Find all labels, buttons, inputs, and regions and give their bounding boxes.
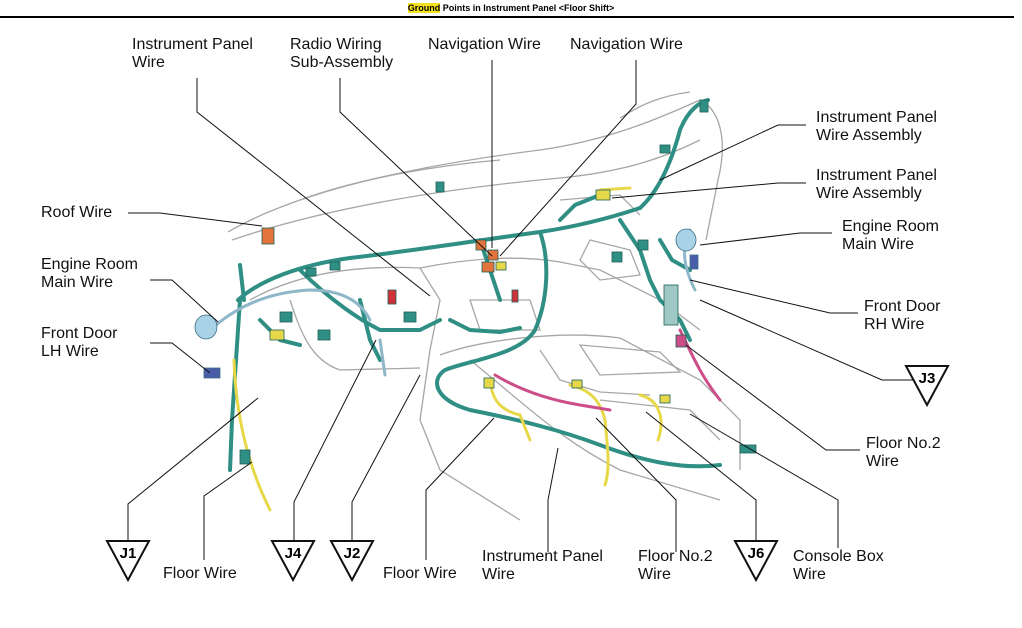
ground-point-j4-label: J4 — [285, 545, 302, 562]
connector-clips — [239, 99, 757, 465]
label-ip-wire-assembly-1: Instrument Panel Wire Assembly — [816, 109, 937, 144]
label-floor-no2-wire-bottom: Floor No.2 Wire — [638, 548, 713, 583]
label-instrument-panel-wire-top: Instrument Panel Wire — [132, 36, 253, 71]
ground-point-j2-label: J2 — [344, 545, 361, 562]
label-ip-wire-assembly-2: Instrument Panel Wire Assembly — [816, 167, 937, 202]
label-instrument-panel-wire-bottom: Instrument Panel Wire — [482, 548, 603, 583]
label-roof-wire: Roof Wire — [41, 204, 113, 221]
label-radio-wiring-sub-assembly: Radio Wiring Sub-Assembly — [290, 36, 394, 71]
ground-point-j2: J2 — [329, 540, 375, 583]
label-navigation-wire-1: Navigation Wire — [428, 36, 541, 53]
ground-point-j1: J1 — [105, 540, 151, 583]
ground-point-j1-label: J1 — [120, 545, 137, 562]
label-floor-no2-wire-right: Floor No.2 Wire — [866, 435, 941, 470]
engine-room-wire — [214, 228, 697, 377]
grommets — [194, 228, 699, 379]
title-text: Points in Instrument Panel <Floor Shift> — [440, 3, 615, 13]
label-floor-wire-mid: Floor Wire — [383, 565, 457, 582]
title-highlight: Ground — [407, 3, 441, 13]
instrument-panel-harness — [228, 98, 722, 472]
ground-point-j3-label: J3 — [919, 370, 936, 387]
label-engine-room-main-wire-left: Engine Room Main Wire — [41, 256, 138, 291]
ground-point-j6: J6 — [733, 540, 779, 583]
label-floor-wire-left: Floor Wire — [163, 565, 237, 582]
ground-point-j4: J4 — [270, 540, 316, 583]
label-console-box-wire: Console Box Wire — [793, 548, 884, 583]
label-front-door-lh-wire: Front Door LH Wire — [41, 325, 118, 360]
ground-point-j3: J3 — [904, 365, 950, 408]
label-navigation-wire-2: Navigation Wire — [570, 36, 683, 53]
leader-lines — [127, 60, 916, 560]
label-front-door-rh-wire: Front Door RH Wire — [864, 298, 941, 333]
label-engine-room-main-wire-right: Engine Room Main Wire — [842, 218, 939, 253]
diagram-title: Ground Points in Instrument Panel <Floor… — [0, 0, 1022, 16]
ground-point-j6-label: J6 — [748, 545, 765, 562]
title-rule — [0, 16, 1014, 18]
floor-wire-yellow — [232, 186, 663, 512]
